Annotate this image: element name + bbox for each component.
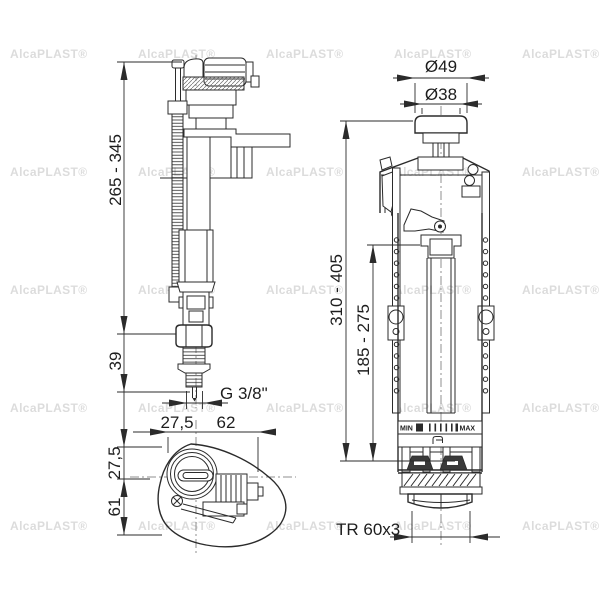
valve-base: MIN MAX	[397, 420, 483, 509]
flush-valve-dimensions: Ø49 Ø38 310 - 405 185 - 275 TR 60x3	[327, 57, 500, 543]
dim-top-back-offset: 61	[105, 498, 124, 517]
height-adjuster-nut	[420, 234, 462, 259]
watermark-text: AlcaPLAST®	[522, 519, 600, 533]
lower-tube	[178, 229, 214, 283]
watermark-text: AlcaPLAST®	[266, 165, 344, 179]
watermark-text: AlcaPLAST®	[10, 283, 88, 297]
base-flange	[399, 486, 483, 495]
dim-tube-height-range: 185 - 275	[354, 304, 373, 376]
watermark-text: AlcaPLAST®	[522, 401, 600, 415]
dim-button-diameter: Ø38	[425, 85, 457, 104]
shank-washer	[177, 363, 211, 374]
fill-valve-body	[175, 136, 216, 402]
hex-nut	[175, 324, 213, 348]
watermark-grid: AlcaPLAST® AlcaPLAST® AlcaPLAST® AlcaPLA…	[10, 47, 600, 533]
label-base-thread: TR 60x3	[336, 520, 400, 539]
side-nub	[250, 75, 260, 88]
watermark-text: AlcaPLAST®	[266, 519, 344, 533]
g38-thread	[185, 372, 203, 388]
right-rail-holes	[482, 237, 489, 394]
watermark-text: AlcaPLAST®	[394, 283, 472, 297]
fill-valve-top-view	[130, 420, 296, 556]
upper-tube	[186, 136, 211, 231]
tube-flare	[176, 281, 216, 293]
dim-height-range: 265 - 345	[106, 134, 125, 206]
housing-hole-lower	[464, 175, 475, 186]
dim-top-front-offset: 27,5	[105, 446, 124, 479]
top-view-outline	[157, 443, 287, 548]
watermark-text: AlcaPLAST®	[138, 401, 216, 415]
flush-valve-front-view: MIN MAX	[379, 106, 495, 548]
tr-thread-section	[401, 472, 481, 488]
watermark-text: AlcaPLAST®	[138, 519, 216, 533]
dim-shank-length: 39	[106, 352, 125, 371]
shank-thread	[182, 346, 206, 365]
housing-hole-upper	[467, 164, 479, 175]
watermark-text: AlcaPLAST®	[394, 401, 472, 415]
watermark-text: AlcaPLAST®	[394, 47, 472, 61]
watermark-text: AlcaPLAST®	[10, 165, 88, 179]
label-inlet-thread: G 3/8"	[220, 384, 268, 403]
watermark-text: AlcaPLAST®	[522, 47, 600, 61]
base-cage	[398, 446, 482, 474]
watermark-text: AlcaPLAST®	[522, 165, 600, 179]
push-button	[414, 115, 468, 157]
dim-offset-right: 62	[217, 413, 236, 432]
fill-valve-side-view	[160, 55, 291, 408]
left-rail	[392, 167, 401, 414]
dim-cap-diameter: Ø49	[425, 57, 457, 76]
scale-min-label: MIN	[400, 426, 413, 433]
watermark-text: AlcaPLAST®	[138, 47, 216, 61]
watermark-text: AlcaPLAST®	[10, 401, 88, 415]
dim-offset-left: 27,5	[160, 413, 193, 432]
hanging-rails	[387, 167, 495, 414]
lock-clip-glyph	[432, 436, 443, 444]
button-cap	[414, 115, 468, 134]
adjust-screw-cap	[171, 59, 185, 69]
housing-cap-plate	[417, 156, 464, 171]
fill-valve-dimensions: 265 - 345 39 27,5 61 G 3/8" 27,5 62	[105, 61, 276, 536]
watermark-text: AlcaPLAST®	[266, 283, 344, 297]
inlet-tip	[192, 398, 197, 402]
fill-valve-head	[160, 57, 291, 179]
dim-total-height-range: 310 - 405	[327, 254, 346, 326]
valve-dome	[183, 58, 204, 78]
watermark-text: AlcaPLAST®	[266, 47, 344, 61]
scale-max-label: MAX	[460, 426, 476, 433]
watermark-text: AlcaPLAST®	[266, 401, 344, 415]
watermark-text: AlcaPLAST®	[10, 519, 88, 533]
watermark-text: AlcaPLAST®	[522, 283, 600, 297]
rod-collar	[167, 100, 188, 115]
seal-band	[182, 76, 245, 91]
watermark-text: AlcaPLAST®	[394, 519, 472, 533]
top-view-clamp	[171, 495, 237, 524]
valve-body	[397, 213, 483, 472]
button-bezel	[422, 132, 460, 144]
watermark-text: AlcaPLAST®	[10, 47, 88, 61]
mount-block	[230, 146, 253, 179]
